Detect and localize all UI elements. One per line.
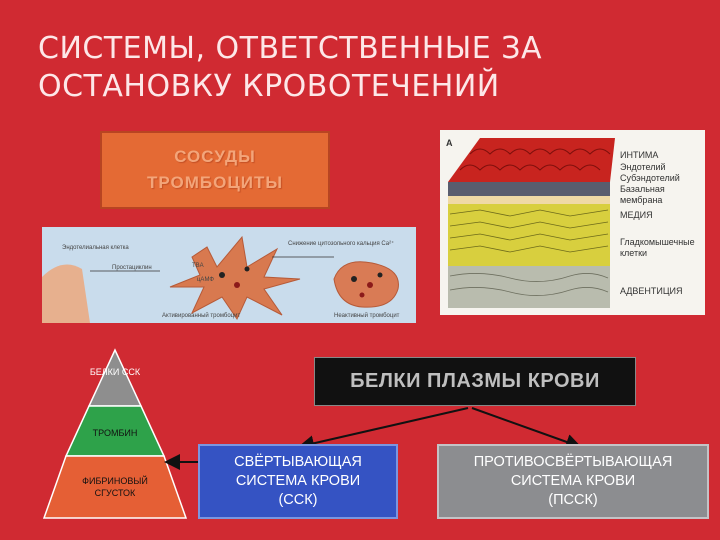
label-calcium: Снижение цитозольного кальция Ca²⁺: [288, 240, 394, 247]
intima-layer: [448, 138, 615, 182]
anticoag-line-1: ПРОТИВОСВЁРТЫВАЮЩАЯ: [439, 453, 707, 472]
platelet-illustration: Эндотелиальная клетка Простациклин TBA ц…: [42, 227, 416, 323]
arrow-to-anticoagulation: [472, 408, 578, 446]
granule-dot: [367, 282, 373, 288]
granule-dot: [234, 282, 240, 288]
granule-dot: [360, 293, 365, 298]
adventitia-layer: [448, 266, 610, 308]
slide-title: СИСТЕМЫ, ОТВЕТСТВЕННЫЕ ЗА ОСТАНОВКУ КРОВ…: [38, 30, 598, 106]
pyramid-top-section: [89, 350, 141, 406]
label-tba: TBA: [192, 263, 204, 269]
endothelial-cell-shape: [42, 265, 90, 324]
vessel-label-4: мембрана: [620, 195, 662, 205]
vessel-label-8: АДВЕНТИЦИЯ: [620, 286, 683, 296]
activated-platelet-shape: [170, 237, 300, 319]
vessels-label: СОСУДЫ: [174, 144, 256, 170]
inactive-platelet-shape: [334, 262, 398, 307]
vessel-label-6: Гладкомышечные: [620, 237, 695, 247]
title-line-2: ОСТАНОВКУ КРОВОТЕЧЕНИЙ: [38, 68, 598, 106]
label-inactive: Неактивный тромбоцит: [334, 312, 400, 319]
anticoagulation-system-box: ПРОТИВОСВЁРТЫВАЮЩАЯ СИСТЕМА КРОВИ (ПССК): [437, 444, 709, 519]
anticoag-line-3: (ПССК): [439, 491, 707, 510]
granule-dot: [378, 273, 383, 278]
vessels-platelets-box: СОСУДЫ ТРОМБОЦИТЫ: [100, 131, 330, 209]
pyramid-bottom-label-1: ФИБРИНОВЫЙ: [82, 475, 148, 486]
subendothelium-layer: [448, 182, 610, 196]
label-activated: Активированный тромбоцит: [162, 312, 240, 319]
title-line-1: СИСТЕМЫ, ОТВЕТСТВЕННЫЕ ЗА: [38, 30, 598, 68]
pyramid-top-text: БЕЛКИ ССК: [90, 367, 141, 377]
vessel-drawing: А ИНТИМА Эндотелий Субэндотелий Базальна…: [440, 130, 705, 315]
vessel-label-5: МЕДИЯ: [620, 210, 653, 220]
pyramid-bottom-label-2: СГУСТОК: [95, 488, 136, 498]
plasma-proteins-box: БЕЛКИ ПЛАЗМЫ КРОВИ: [314, 357, 636, 406]
pyramid-bottom-section: [44, 456, 186, 518]
coagulation-pyramid: БЕЛКИ ССК ТРОМБИН ФИБРИНОВЫЙ СГУСТОК: [40, 348, 190, 520]
arrow-to-coagulation: [302, 408, 468, 446]
platelets-label: ТРОМБОЦИТЫ: [147, 170, 283, 196]
granule-dot: [245, 267, 250, 272]
vessel-label-7: клетки: [620, 248, 647, 258]
vessel-label-1: Эндотелий: [620, 162, 666, 172]
pyramid-top-label: БЕЛКИ ССК: [90, 367, 141, 377]
vessel-wall-illustration: А ИНТИМА Эндотелий Субэндотелий Базальна…: [440, 130, 705, 315]
granule-dot: [351, 276, 357, 282]
label-endothelial: Эндотелиальная клетка: [62, 245, 129, 251]
vessel-label-0: ИНТИМА: [620, 150, 658, 160]
coag-line-1: СВЁРТЫВАЮЩАЯ: [200, 453, 396, 472]
anticoag-line-2: СИСТЕМА КРОВИ: [439, 472, 707, 491]
coag-line-2: СИСТЕМА КРОВИ: [200, 472, 396, 491]
vessel-label-2: Субэндотелий: [620, 173, 680, 183]
basement-membrane-layer: [448, 196, 610, 204]
platelet-drawing: Эндотелиальная клетка Простациклин TBA ц…: [42, 227, 416, 323]
coagulation-system-box: СВЁРТЫВАЮЩАЯ СИСТЕМА КРОВИ (ССК): [198, 444, 398, 519]
coag-line-3: (ССК): [200, 491, 396, 510]
vessel-label-3: Базальная: [620, 184, 665, 194]
plasma-proteins-label: БЕЛКИ ПЛАЗМЫ КРОВИ: [350, 370, 600, 393]
granule-dot: [219, 272, 225, 278]
label-prostacyclin: Простациклин: [112, 265, 152, 271]
panel-letter: А: [446, 138, 453, 148]
pyramid-middle-label: ТРОМБИН: [93, 428, 138, 438]
pyramid-drawing: БЕЛКИ ССК ТРОМБИН ФИБРИНОВЫЙ СГУСТОК: [40, 348, 190, 520]
label-amp: цАМФ: [197, 277, 214, 283]
